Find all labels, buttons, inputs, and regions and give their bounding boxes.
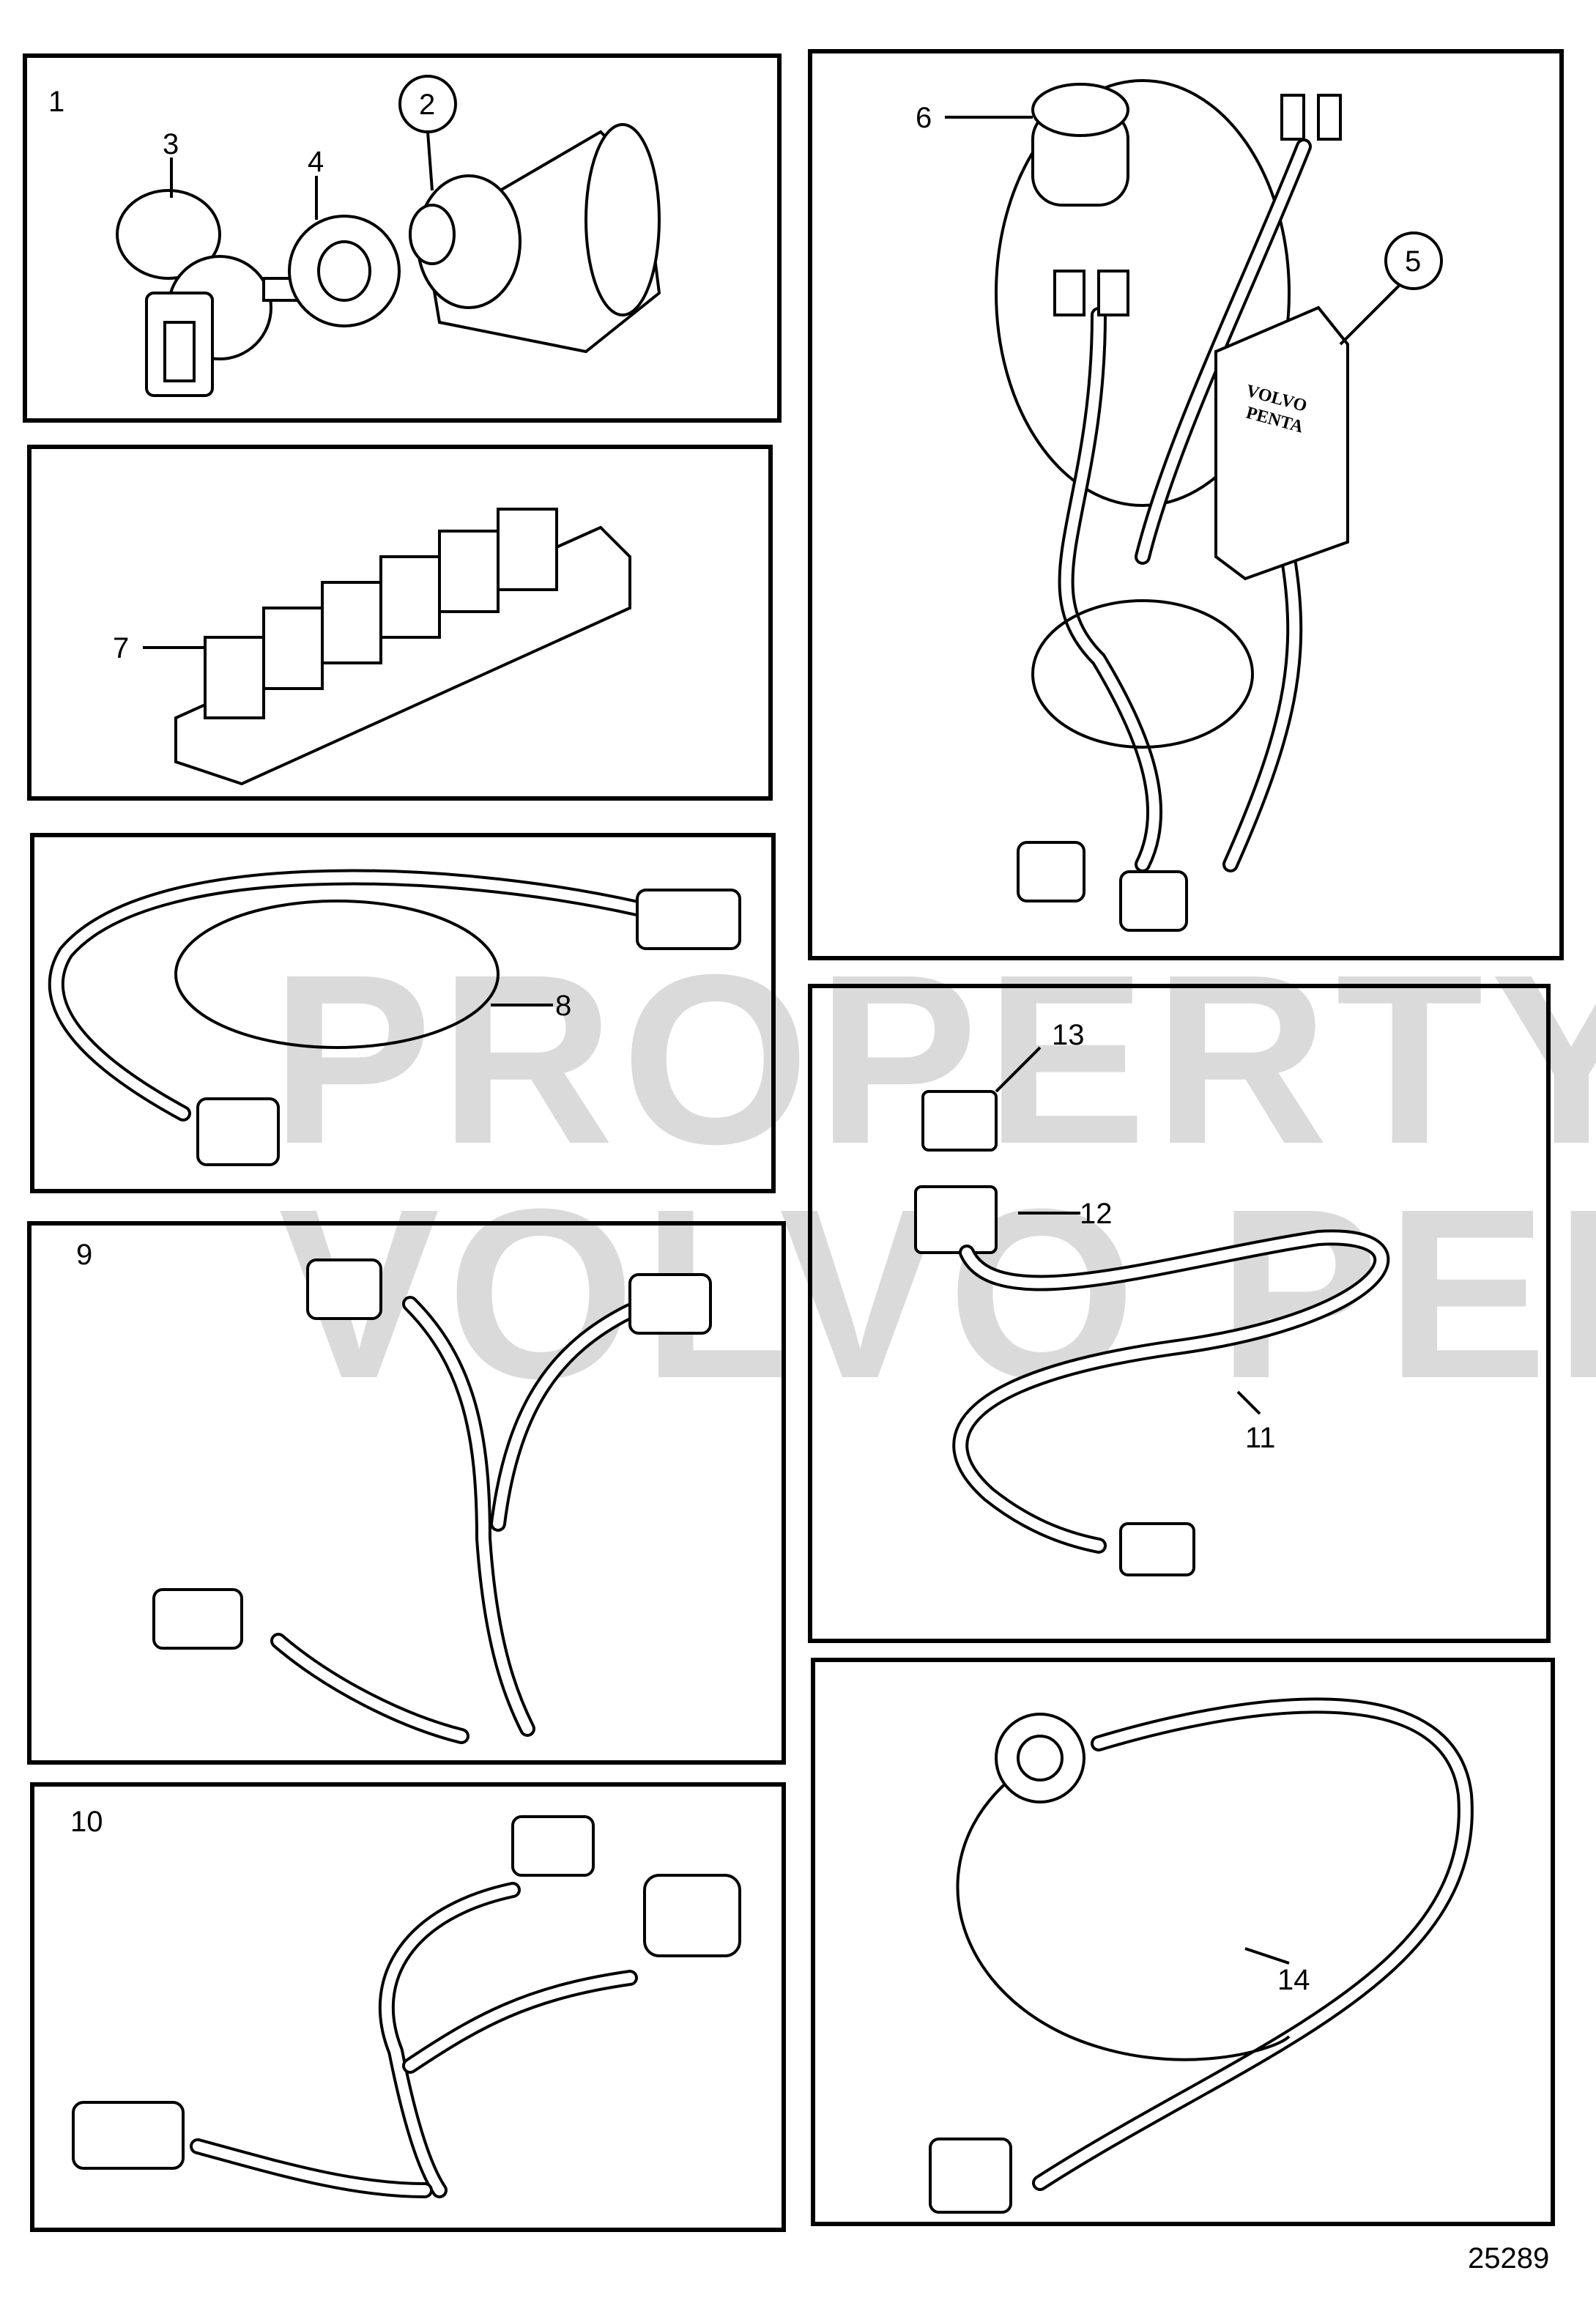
callout-6: 6 xyxy=(916,102,932,134)
cable-14-drawing xyxy=(929,1697,1474,2214)
callout-4: 4 xyxy=(308,146,324,178)
watermark-line1: PROPERTY OF xyxy=(271,924,1596,1194)
panel-y-cable-9 xyxy=(27,1221,786,1765)
callout-circle-5 xyxy=(1384,231,1443,290)
drawing-number: 25289 xyxy=(1468,2242,1549,2275)
callout-2: 2 xyxy=(419,89,435,121)
y-cable-10-drawing xyxy=(72,1815,741,2198)
panel-cable-8 xyxy=(30,833,776,1193)
cable-8-drawing xyxy=(48,869,741,1166)
panel-connector-block xyxy=(27,445,773,801)
panel-y-cable-10 xyxy=(30,1782,786,2232)
callout-11: 11 xyxy=(1245,1422,1276,1454)
panel-relay-cable xyxy=(808,984,1551,1643)
watermark: PROPERTY OF VOLVO PENTA xyxy=(271,924,1596,1428)
y-cable-9-drawing xyxy=(152,1258,712,1744)
callout-9: 9 xyxy=(76,1239,92,1271)
relay-cable-drawing xyxy=(914,1090,1390,1576)
alarm-module-drawing: VOLVO PENTA xyxy=(995,79,1349,932)
callout-3: 3 xyxy=(163,128,179,160)
callout-13: 13 xyxy=(1052,1019,1085,1051)
callout-12: 12 xyxy=(1080,1198,1113,1230)
panel-alarm-module xyxy=(808,49,1564,960)
ignition-switch-drawing xyxy=(116,123,661,397)
callout-10: 10 xyxy=(70,1806,103,1838)
callout-7: 7 xyxy=(113,632,129,664)
callout-1: 1 xyxy=(48,86,64,118)
connector-block-drawing xyxy=(174,508,631,786)
panel-ignition-switch xyxy=(23,53,782,423)
callout-5: 5 xyxy=(1405,245,1421,278)
callout-14: 14 xyxy=(1277,1964,1310,1996)
callout-8: 8 xyxy=(555,990,571,1022)
panel-cable-14 xyxy=(811,1658,1555,2226)
